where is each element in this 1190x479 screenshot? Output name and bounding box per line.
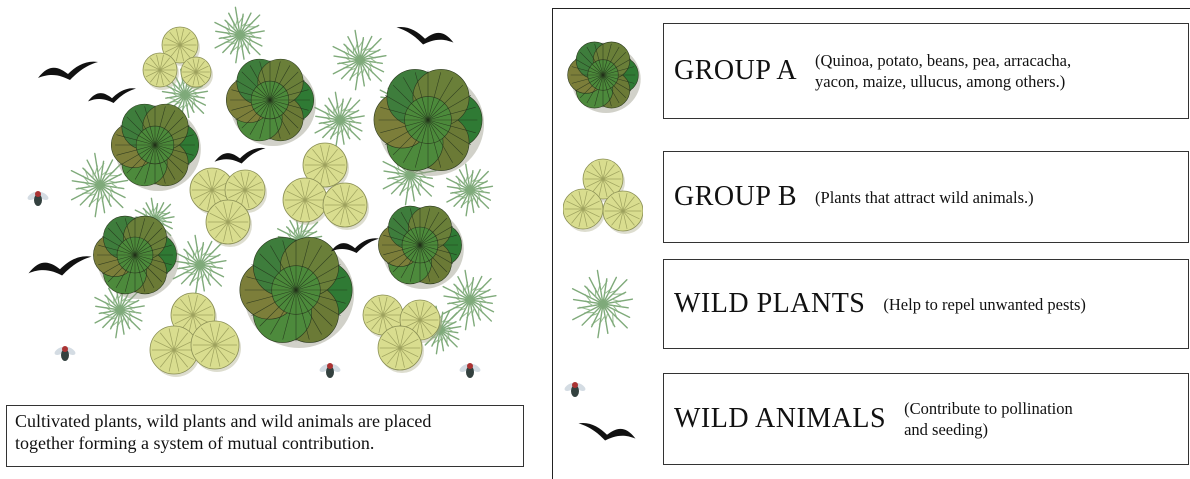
group-b-plant: [603, 191, 643, 234]
wild-plant: [215, 7, 264, 62]
wild-plant: [573, 270, 633, 337]
group-a-plant: [378, 206, 463, 289]
group-a-plant-icon: [563, 37, 643, 117]
legend-desc-line: (Contribute to pollination: [904, 398, 1073, 419]
wild-plant: [173, 235, 226, 294]
legend-box-wild-plants: WILD PLANTS (Help to repel unwanted pest…: [663, 259, 1189, 349]
group-a-plant: [226, 59, 316, 146]
legend-desc-wild-plants: (Help to repel unwanted pests): [883, 294, 1086, 315]
legend-box-group-a: GROUP A (Quinoa, potato, beans, pea, arr…: [663, 23, 1189, 119]
legend: GROUP A (Quinoa, potato, beans, pea, arr…: [552, 8, 1190, 479]
group-a-plant: [93, 216, 178, 299]
legend-desc-group-b: (Plants that attract wild animals.): [815, 187, 1034, 208]
legend-box-wild-animals: WILD ANIMALS (Contribute to pollination …: [663, 373, 1189, 465]
fly: [563, 381, 586, 397]
fly: [318, 362, 341, 378]
caption-line-1: Cultivated plants, wild plants and wild …: [15, 410, 515, 432]
legend-desc-line: (Plants that attract wild animals.): [815, 187, 1034, 208]
group-b-plant: [191, 321, 241, 372]
bird: [331, 238, 379, 253]
wild-plant: [443, 270, 496, 329]
fly: [26, 190, 49, 206]
group-a-plant: [568, 42, 641, 113]
group-a-plant: [374, 69, 484, 176]
legend-title-group-a: GROUP A: [674, 55, 797, 87]
legend-desc-line: (Help to repel unwanted pests): [883, 294, 1086, 315]
legend-desc-line: and seeding): [904, 419, 1073, 440]
legend-desc-group-a: (Quinoa, potato, beans, pea, arracacha, …: [815, 50, 1071, 92]
fly: [458, 362, 481, 378]
wild-plant-icon: [563, 264, 643, 344]
group-a-plant: [111, 104, 201, 191]
wild-animal-icon: [563, 379, 643, 459]
group-b-plant-icon: [563, 155, 643, 239]
bird: [29, 256, 92, 275]
legend-item-wild-plants: WILD PLANTS (Help to repel unwanted pest…: [553, 259, 1190, 349]
legend-desc-line: yacon, maize, ullucus, among others.): [815, 71, 1071, 92]
bird: [579, 423, 636, 440]
legend-title-wild-animals: WILD ANIMALS: [674, 403, 886, 435]
caption-box: Cultivated plants, wild plants and wild …: [6, 405, 524, 467]
group-b-plant: [323, 183, 369, 230]
bird: [215, 148, 266, 164]
bird: [38, 62, 98, 80]
polyculture-scene: [0, 0, 548, 400]
bird: [397, 27, 454, 44]
wild-plant: [333, 30, 386, 89]
legend-item-group-b: GROUP B (Plants that attract wild animal…: [553, 151, 1190, 243]
legend-item-group-a: GROUP A (Quinoa, potato, beans, pea, arr…: [553, 23, 1190, 119]
legend-title-group-b: GROUP B: [674, 181, 797, 213]
fly: [53, 345, 76, 361]
caption-line-2: together forming a system of mutual cont…: [15, 432, 515, 454]
legend-title-wild-plants: WILD PLANTS: [674, 288, 865, 320]
group-a-plant: [240, 237, 354, 348]
bird: [88, 88, 136, 103]
wild-plant: [315, 92, 364, 147]
legend-desc-wild-animals: (Contribute to pollination and seeding): [904, 398, 1073, 440]
legend-desc-line: (Quinoa, potato, beans, pea, arracacha,: [815, 50, 1071, 71]
legend-item-wild-animals: WILD ANIMALS (Contribute to pollination …: [553, 373, 1190, 465]
wild-plant: [447, 164, 493, 215]
legend-box-group-b: GROUP B (Plants that attract wild animal…: [663, 151, 1189, 243]
